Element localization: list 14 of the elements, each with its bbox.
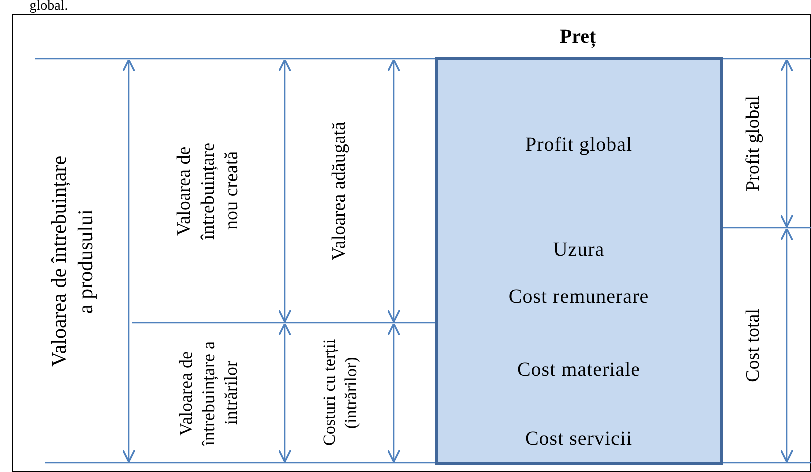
dimension-label: Valoarea de întrebuințare a produsului <box>46 154 98 369</box>
dimension-label: Profit global <box>742 96 766 192</box>
segment-label: Cost remunerare <box>508 286 650 309</box>
page-text: global. <box>30 0 68 15</box>
segment-label: Cost materiale <box>517 359 641 382</box>
dimension-label: Costuri cu terții (intrărilor) <box>318 338 361 448</box>
price-label: Preț <box>560 26 596 48</box>
dimension-label: Valoarea de întrebuințare nou creată <box>173 141 244 242</box>
dimension-label: Valoarea de întrebuințare a intrărilor <box>175 340 242 448</box>
segment-label: Cost servicii <box>525 428 633 450</box>
dimension-label: Valoarea adăugată <box>328 122 352 260</box>
segment-label: Profit global <box>525 134 633 156</box>
dimension-label: Cost total <box>742 308 766 382</box>
segment-label: Uzura <box>553 238 605 262</box>
